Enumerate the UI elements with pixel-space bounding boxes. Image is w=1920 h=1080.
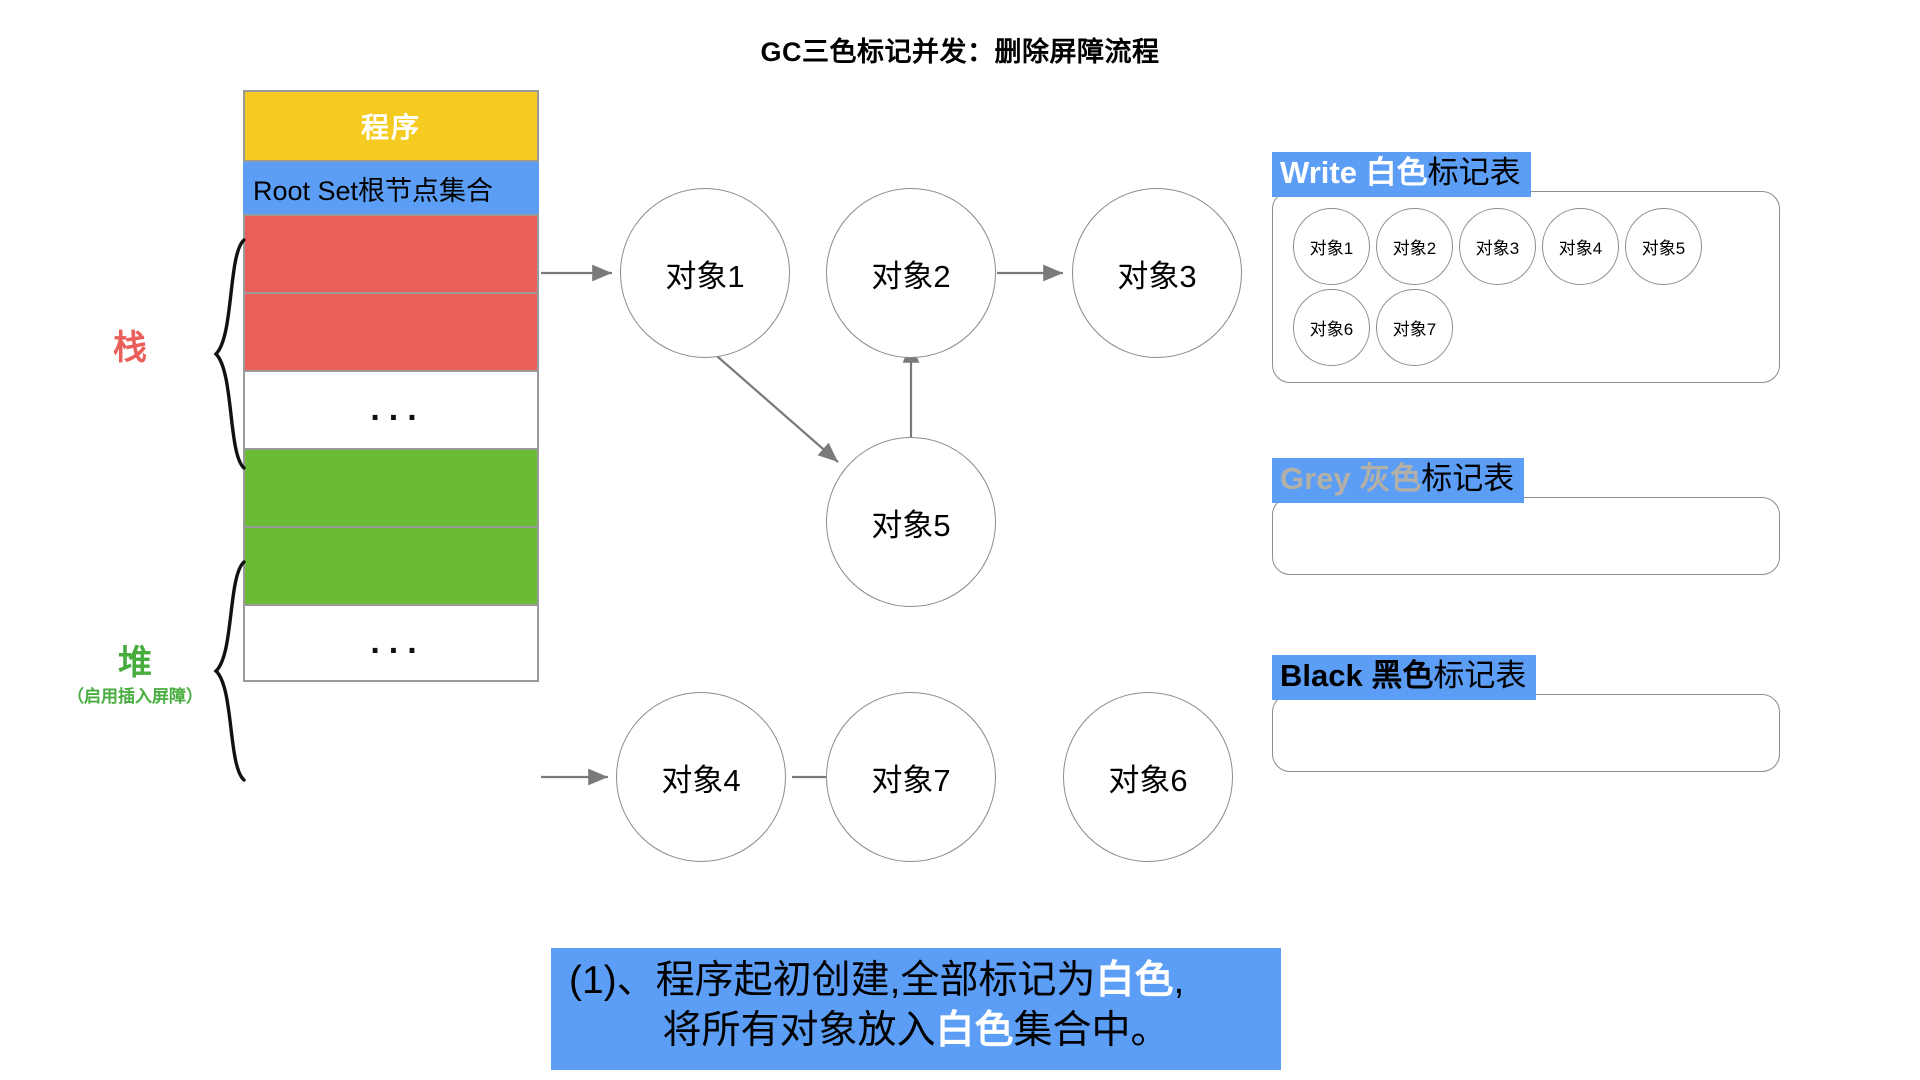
side-label-heap-title: 堆: [118, 644, 152, 682]
graph-node-obj2-label: 对象2: [871, 258, 951, 294]
graph-node-obj5-label: 对象5: [871, 507, 951, 543]
ellipsis-glyph: ...: [370, 623, 426, 662]
mark-table-white-title: Write 白色标记表: [1272, 152, 1531, 197]
graph-node-obj6-label: 对象6: [1108, 762, 1188, 798]
graph-node-obj1-label: 对象1: [665, 258, 745, 294]
mark-table-black-cn: 黑色: [1371, 658, 1434, 693]
stack-brace: [208, 238, 252, 470]
side-label-stack-title: 栈: [113, 329, 147, 367]
caption-line2-pre: 将所有对象放入: [662, 1008, 936, 1052]
mark-table-black-title: Black 黑色标记表: [1272, 655, 1537, 700]
mark-table-black-en: Black: [1280, 658, 1363, 693]
mark-table-grey-cn: 灰色: [1359, 461, 1422, 496]
mark-table-grey-en: Grey: [1280, 461, 1351, 496]
caption-line2-post: 集合中。: [1013, 1008, 1170, 1052]
graph-node-obj7[interactable]: 对象7: [826, 692, 996, 862]
mark-chip[interactable]: 对象2: [1376, 207, 1453, 285]
step-caption-line-1: (1)、程序起初创建,全部标记为白色,: [563, 956, 1269, 1006]
graph-node-obj4[interactable]: 对象4: [616, 692, 786, 862]
memory-cell-stack-ellipsis: ...: [243, 370, 539, 448]
mark-chip[interactable]: 对象5: [1625, 207, 1702, 285]
graph-node-obj4-label: 对象4: [661, 762, 741, 798]
memory-cell-stack-slot-2: [243, 292, 539, 370]
mark-table-white-en: Write: [1280, 155, 1357, 190]
graph-node-obj2[interactable]: 对象2: [826, 188, 996, 358]
memory-cell-stack-slot-1: [243, 214, 539, 292]
graph-node-obj6[interactable]: 对象6: [1063, 692, 1233, 862]
side-label-stack: 栈: [60, 329, 200, 367]
heap-brace: [208, 560, 252, 782]
mark-table-white-box: 对象1 对象2 对象3 对象4 对象5 对象6 对象7: [1272, 190, 1780, 383]
mark-table-black-suffix: 标记表: [1433, 658, 1527, 693]
mark-table-grey-title: Grey 灰色标记表: [1272, 458, 1525, 503]
memory-cell-root-set: Root Set根节点集合: [243, 162, 539, 214]
side-label-heap-subtitle: （启用插入屏障）: [67, 687, 203, 707]
memory-cell-root-set-label: Root Set根节点集合: [253, 175, 494, 206]
caption-line1-highlight: 白色: [1095, 959, 1174, 1002]
step-caption: (1)、程序起初创建,全部标记为白色, 将所有对象放入白色集合中。: [551, 948, 1281, 1070]
mark-table-white-cn: 白色: [1365, 155, 1428, 190]
mark-table-black-box: [1272, 693, 1780, 772]
side-label-heap: 堆 （启用插入屏障）: [20, 644, 250, 707]
page-title: GC三色标记并发：删除屏障流程: [760, 37, 1160, 67]
memory-cell-program-label: 程序: [360, 112, 421, 143]
mark-table-black: Black 黑色标记表: [1272, 655, 1780, 772]
graph-node-obj3[interactable]: 对象3: [1072, 188, 1242, 358]
memory-cell-heap-slot-1: [243, 448, 539, 526]
graph-node-obj7-label: 对象7: [871, 762, 951, 798]
mark-table-white: Write 白色标记表 对象1 对象2 对象3 对象4 对象5 对象6 对象7: [1272, 152, 1780, 383]
memory-cell-heap-slot-2: [243, 526, 539, 604]
mark-chip[interactable]: 对象4: [1542, 207, 1619, 285]
mark-chip[interactable]: 对象7: [1376, 288, 1453, 366]
caption-line1-post: ,: [1173, 959, 1185, 1002]
graph-node-obj5[interactable]: 对象5: [826, 437, 996, 607]
graph-node-obj3-label: 对象3: [1117, 258, 1197, 294]
memory-cell-heap-ellipsis: ...: [243, 604, 539, 682]
mark-chip[interactable]: 对象1: [1293, 207, 1370, 285]
graph-node-obj1[interactable]: 对象1: [620, 188, 790, 358]
memory-cell-program: 程序: [243, 90, 539, 162]
caption-line2-highlight: 白色: [935, 1008, 1014, 1052]
ellipsis-glyph: ...: [370, 390, 426, 429]
mark-table-grey-suffix: 标记表: [1421, 461, 1515, 496]
memory-column: 程序 Root Set根节点集合 ... ...: [243, 90, 539, 682]
caption-line1-pre: (1)、程序起初创建,全部标记为: [569, 959, 1096, 1002]
mark-table-grey-box: [1272, 496, 1780, 575]
mark-table-white-suffix: 标记表: [1427, 155, 1521, 190]
mark-chip[interactable]: 对象6: [1293, 288, 1370, 366]
mark-chip[interactable]: 对象3: [1459, 207, 1536, 285]
mark-table-grey: Grey 灰色标记表: [1272, 458, 1780, 575]
step-caption-line-2: 将所有对象放入白色集合中。: [563, 1006, 1269, 1056]
